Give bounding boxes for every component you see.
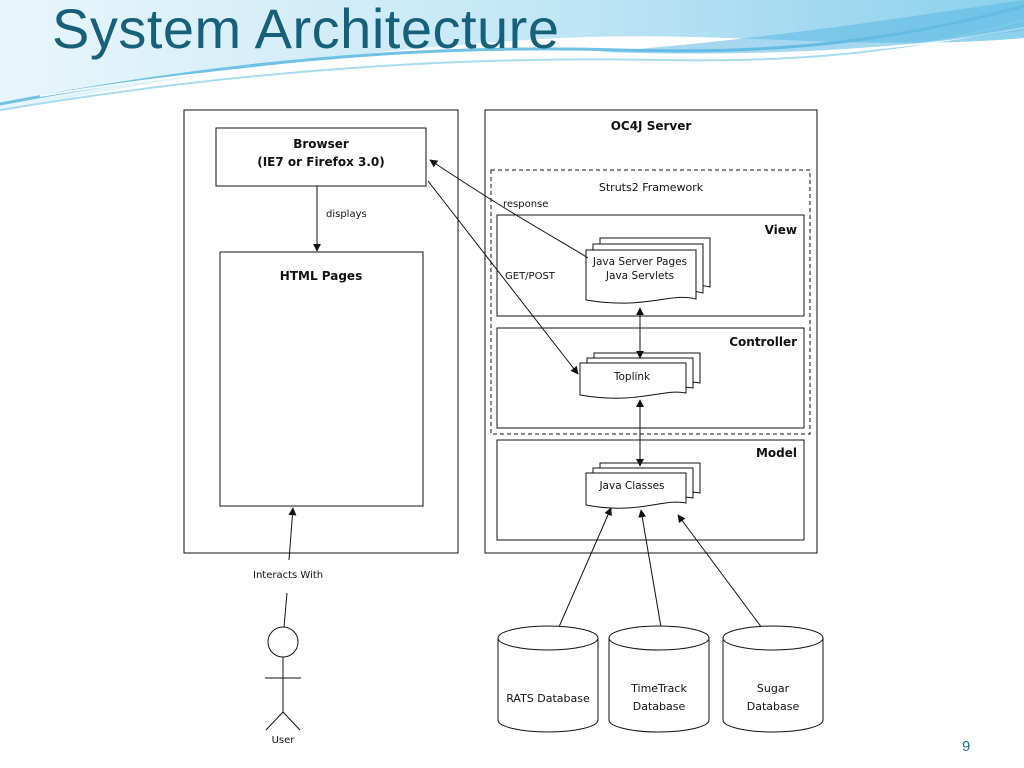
rats-database-label: RATS Database <box>506 692 590 705</box>
displays-label: displays <box>326 209 367 220</box>
java-classes-label: Java Classes <box>598 480 664 492</box>
user-figure-icon <box>265 626 301 731</box>
timetrack-database-label-2: Database <box>633 700 686 713</box>
sugar-database-label: Sugar <box>757 682 790 695</box>
client-container <box>183 109 459 554</box>
view-label: View <box>765 223 797 237</box>
timetrack-db-arrow <box>638 509 662 628</box>
toplink-label: Toplink <box>613 371 651 383</box>
browser-label: Browser <box>293 137 349 151</box>
response-arrow <box>429 159 589 259</box>
rats-db-arrow <box>554 507 612 637</box>
interacts-with-label: Interacts With <box>253 570 323 581</box>
toplink-document-stack <box>579 352 701 399</box>
user-label: User <box>272 735 296 746</box>
servlets-label: Java Servlets <box>605 270 674 282</box>
model-label: Model <box>756 446 797 460</box>
header-wave-decoration <box>0 0 1024 112</box>
browser-box <box>215 127 427 187</box>
user-to-label-line <box>283 592 288 628</box>
timetrack-database-label: TimeTrack <box>630 682 687 695</box>
jsp-document-stack <box>585 237 711 304</box>
html-pages-box <box>219 251 424 507</box>
controller-label: Controller <box>729 335 797 349</box>
response-label: response <box>503 199 548 210</box>
framework-boundary <box>490 169 811 435</box>
sugar-database-icon <box>722 625 824 733</box>
getpost-label: GET/POST <box>505 271 556 282</box>
slide-title: System Architecture <box>52 0 560 60</box>
java-classes-document-stack <box>585 462 701 509</box>
server-title: OC4J Server <box>611 119 692 133</box>
sugar-db-arrow <box>677 514 769 637</box>
browser-version-label: (IE7 or Firefox 3.0) <box>257 155 385 169</box>
interacts-arrow <box>288 507 297 561</box>
getpost-arrow <box>427 180 579 375</box>
sugar-database-label-2: Database <box>747 700 800 713</box>
jsp-label: Java Server Pages <box>592 256 687 268</box>
timetrack-database-icon <box>608 625 710 733</box>
framework-label: Struts2 Framework <box>599 181 704 194</box>
server-container <box>484 109 818 554</box>
rats-database-icon <box>497 625 599 733</box>
html-pages-label: HTML Pages <box>280 269 362 283</box>
page-number: 9 <box>962 738 971 755</box>
